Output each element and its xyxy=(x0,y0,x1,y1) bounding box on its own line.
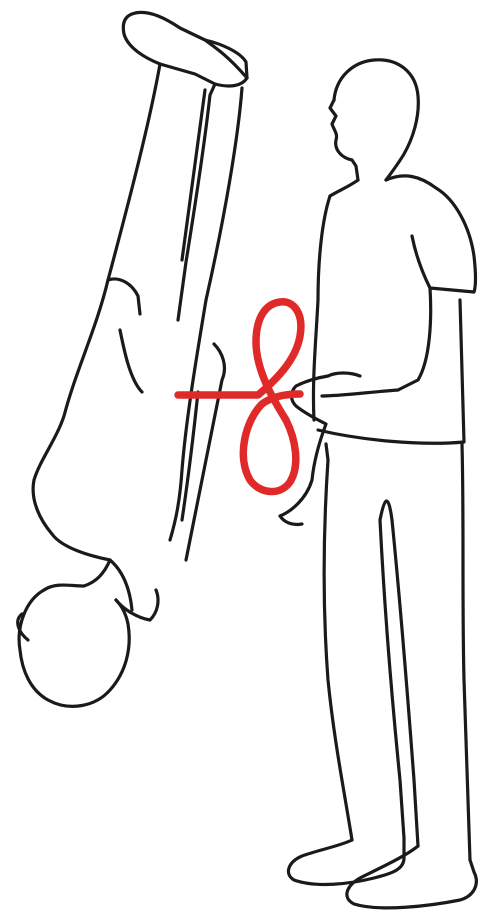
inverted-person-shirt-fold xyxy=(120,330,142,392)
inverted-person-leg-inner xyxy=(182,90,205,260)
inverted-person-leg-left xyxy=(108,64,160,280)
standing-person-shirt-back xyxy=(386,176,476,292)
inverted-person-leg-seam xyxy=(206,88,242,300)
standing-person-face xyxy=(330,100,358,180)
figure-eight-icon xyxy=(178,302,301,492)
standing-person-shirt-front xyxy=(313,196,330,420)
inverted-person-shoe xyxy=(123,12,247,86)
standing-person-leg-inner-b xyxy=(392,520,418,846)
inverted-person-neck xyxy=(44,560,110,590)
inverted-person-torso-left xyxy=(33,280,108,534)
standing-person-shirt-collar xyxy=(330,180,358,196)
standing-person-leg-crease xyxy=(380,501,392,520)
standing-person-forearm xyxy=(322,390,398,396)
standing-person xyxy=(280,60,476,908)
inverted-person-waist xyxy=(108,279,140,314)
standing-person-shoe-back xyxy=(347,846,476,908)
standing-person-wrist xyxy=(328,373,360,376)
standing-person-leg-back xyxy=(462,444,470,860)
standing-person-sleeve-seam xyxy=(412,236,430,288)
standing-person-leg-inner-a xyxy=(380,520,404,838)
standing-person-leg-front xyxy=(324,460,352,840)
standing-person-upper-arm xyxy=(398,288,431,390)
inverted-person-torso-right xyxy=(170,300,206,540)
standing-person-shoe-front xyxy=(288,838,404,884)
standing-person-waist xyxy=(326,444,328,460)
figure-eight-knot xyxy=(178,302,301,492)
inverted-person-chin xyxy=(116,590,158,620)
inverted-person xyxy=(18,12,247,706)
inverted-person-head xyxy=(19,590,129,706)
standing-person-head xyxy=(334,60,418,180)
inverted-person-sleeve xyxy=(52,534,132,610)
